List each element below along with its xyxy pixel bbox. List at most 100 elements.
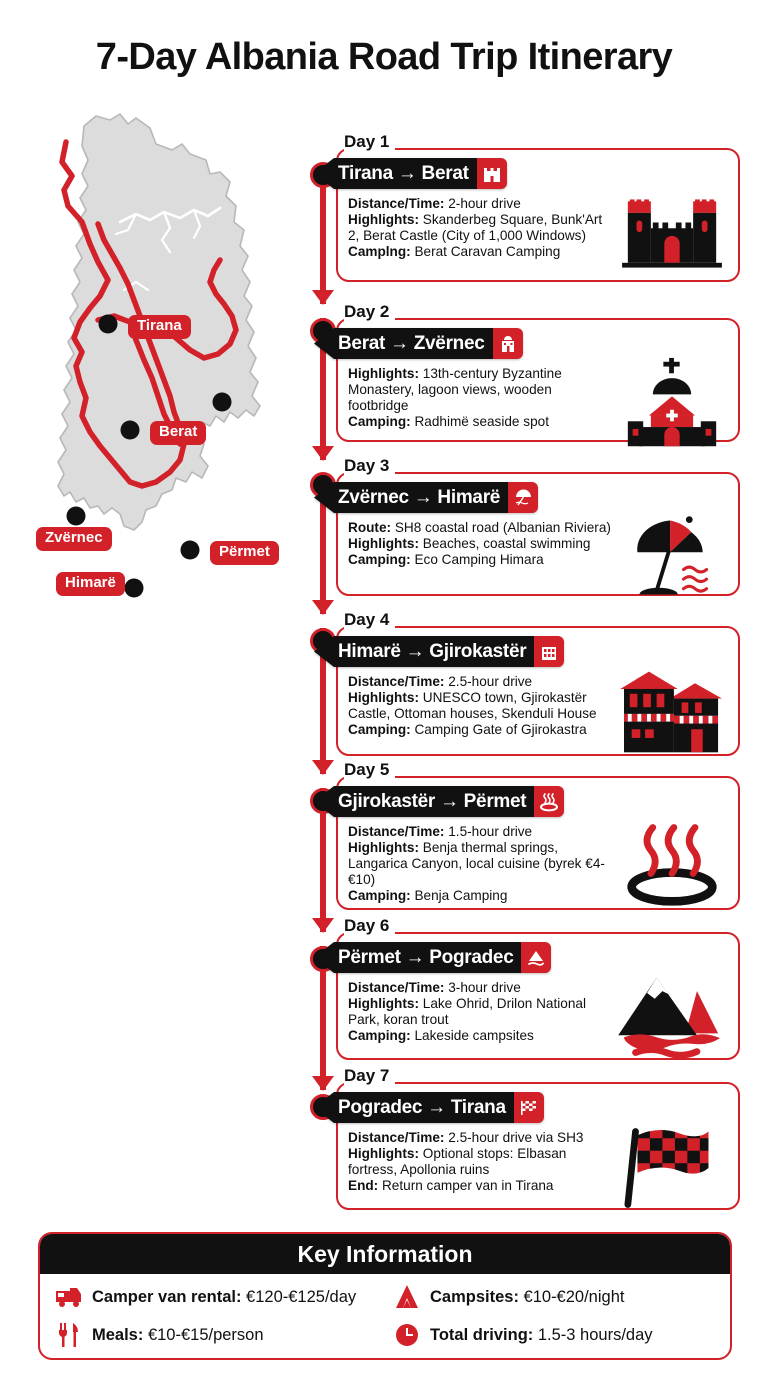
detail-row: Camping: Radhimë seaside spot (348, 414, 614, 430)
map-label-tirana: Tirana (128, 315, 191, 339)
river-branch-a (160, 210, 172, 254)
detail-row: Highlights: Skanderbeg Square, Bunk'Art … (348, 212, 614, 244)
castle-icon (476, 158, 507, 189)
albania-route-map: Tirana Berat Përmet Zvërnec Himarë (24, 110, 314, 630)
key-info-camper-van: Camper van rental: €120-€125/day (54, 1278, 382, 1316)
route-banner-4: Himarë → Gjirokastër (314, 636, 565, 667)
detail-row: Route: SH8 coastal road (Albanian Rivier… (348, 520, 614, 536)
map-label-berat: Berat (150, 421, 207, 445)
banner-arrow-point (314, 636, 334, 667)
day-label: Day 3 (344, 456, 396, 476)
key-info-value: €10-€15/person (143, 1325, 264, 1344)
detail-value: Return camper van in Tirana (378, 1178, 554, 1194)
timeline-segment (320, 946, 326, 1090)
route-title: Himarë → Gjirokastër (334, 636, 535, 667)
day-card-1[interactable]: Tirana → Berat Distance/Time: 2-hour dri… (314, 148, 740, 282)
detail-value: SH8 coastal road (Albanian Riviera) (391, 520, 611, 535)
ottoman-house-illustration (614, 664, 730, 760)
ottoman-house-icon (534, 636, 565, 667)
map-label-zvernec: Zvërnec (36, 527, 112, 551)
itinerary-timeline (310, 150, 336, 1150)
route-title: Berat → Zvërnec (334, 328, 493, 359)
river-branch-b (192, 208, 202, 240)
key-info-label: Camper van rental: (92, 1287, 242, 1306)
checkered-flag-illustration (614, 1120, 730, 1216)
detail-label: Highlights: (348, 1146, 419, 1162)
detail-row: Distance/Time: 2.5-hour drive via SH3 (348, 1130, 614, 1146)
day-card-4[interactable]: Himarë → Gjirokastër Distance/Time: 2.5-… (314, 626, 740, 756)
route-banner-1: Tirana → Berat (314, 158, 507, 189)
detail-value: Optional stops: Elbasan fortress, Apollo… (348, 1146, 567, 1178)
river-lines (118, 206, 222, 224)
page-title: 7-Day Albania Road Trip Itinerary (95, 36, 673, 78)
detail-row: Camping: Lakeside campsites (348, 1028, 614, 1044)
day-details-1: Distance/Time: 2-hour drive Highlights: … (348, 196, 614, 260)
beach-umbrella-icon (508, 482, 539, 513)
timeline-arrow (312, 600, 334, 615)
detail-value: Lakeside campsites (410, 1028, 534, 1044)
day-card-6[interactable]: Përmet → Pogradec Distance/Time: 3-hour … (314, 932, 740, 1060)
day-card-2[interactable]: Berat → Zvërnec Highlights: 13th-century… (314, 318, 740, 447)
detail-label: Camplng: (348, 244, 411, 260)
banner-arrow-point (314, 786, 334, 817)
detail-row: Camping: Benja Camping (348, 888, 614, 904)
key-info-value: 1.5-3 hours/day (533, 1325, 653, 1344)
detail-row: Highlights: 13th-century Byzantine Monas… (348, 366, 614, 414)
hot-springs-icon (534, 786, 565, 817)
route-title: Tirana → Berat (334, 158, 477, 189)
detail-value: Skanderbeg Square, Bunk'Art 2, Berat Cas… (348, 212, 603, 244)
detail-value: 13th-century Byzantine Monastery, lagoon… (348, 366, 562, 414)
detail-label: Highlights: (348, 690, 419, 706)
hot-springs-illustration (614, 814, 730, 910)
lake-mountain-illustration (614, 970, 730, 1066)
day-label: Day 1 (344, 132, 396, 152)
detail-value: UNESCO town, Gjirokastër Castle, Ottoman… (348, 690, 597, 722)
banner-arrow-point (314, 1092, 334, 1123)
detail-row: Highlights: UNESCO town, Gjirokastër Cas… (348, 690, 614, 722)
detail-value: Beaches, coastal swimming (418, 536, 591, 552)
church-icon (492, 328, 523, 359)
detail-value: Camping Gate of Gjirokastra (410, 722, 587, 738)
banner-arrow-point (314, 328, 334, 359)
detail-row: Highlights: Optional stops: Elbasan fort… (348, 1146, 614, 1178)
route-title: Gjirokastër → Përmet (334, 786, 535, 817)
checkered-flag-icon (513, 1092, 544, 1123)
key-information-grid: Camper van rental: €120-€125/day Campsit… (40, 1274, 730, 1358)
timeline-segment (320, 788, 326, 932)
camper-van-icon (54, 1282, 84, 1312)
map-dot-berat (120, 420, 140, 440)
detail-row: Highlights: Lake Ohrid, Drilon National … (348, 996, 614, 1028)
detail-value: Eco Camping Himara (410, 552, 544, 568)
detail-label: End: (348, 1178, 379, 1194)
route-title: Pogradec → Tirana (334, 1092, 514, 1123)
day-details-5: Distance/Time: 1.5-hour drive Highlights… (348, 824, 614, 904)
detail-row: Distance/Time: 1.5-hour drive (348, 824, 614, 840)
detail-value: 3-hour drive (444, 980, 521, 995)
day-card-3[interactable]: Zvërnec → Himarë Route: SH8 coastal road… (314, 472, 740, 596)
day-details-7: Distance/Time: 2.5-hour drive via SH3 Hi… (348, 1130, 614, 1194)
detail-row: Camping: Camping Gate of Gjirokastra (348, 722, 614, 738)
day-card-5[interactable]: Gjirokastër → Përmet Distance/Time: 1.5-… (314, 776, 740, 910)
timeline-arrow (312, 760, 334, 775)
key-information-heading: Key Information (40, 1234, 730, 1274)
detail-value: Lake Ohrid, Drilon National Park, koran … (348, 996, 586, 1028)
day-details-2: Highlights: 13th-century Byzantine Monas… (348, 366, 614, 430)
timeline-segment (320, 628, 326, 774)
timeline-arrow (312, 1076, 334, 1091)
route-banner-5: Gjirokastër → Përmet (314, 786, 565, 817)
route-title: Zvërnec → Himarë (334, 482, 509, 513)
detail-label: Distance/Time: (348, 1130, 445, 1145)
timeline-arrow (312, 290, 334, 305)
timeline-segment (320, 164, 326, 304)
detail-label: Highlights: (348, 536, 419, 552)
timeline-segment (320, 474, 326, 614)
day-card-7[interactable]: Pogradec → Tirana Distance/Time: 2 (314, 1082, 740, 1210)
cutlery-icon (54, 1320, 84, 1350)
key-info-campsites: Campsites: €10-€20/night (392, 1278, 720, 1316)
tent-icon (392, 1282, 422, 1312)
timeline-arrow (312, 918, 334, 933)
detail-label: Camping: (348, 414, 411, 430)
detail-value: 1.5-hour drive (444, 824, 533, 839)
timeline-segment (320, 318, 326, 460)
